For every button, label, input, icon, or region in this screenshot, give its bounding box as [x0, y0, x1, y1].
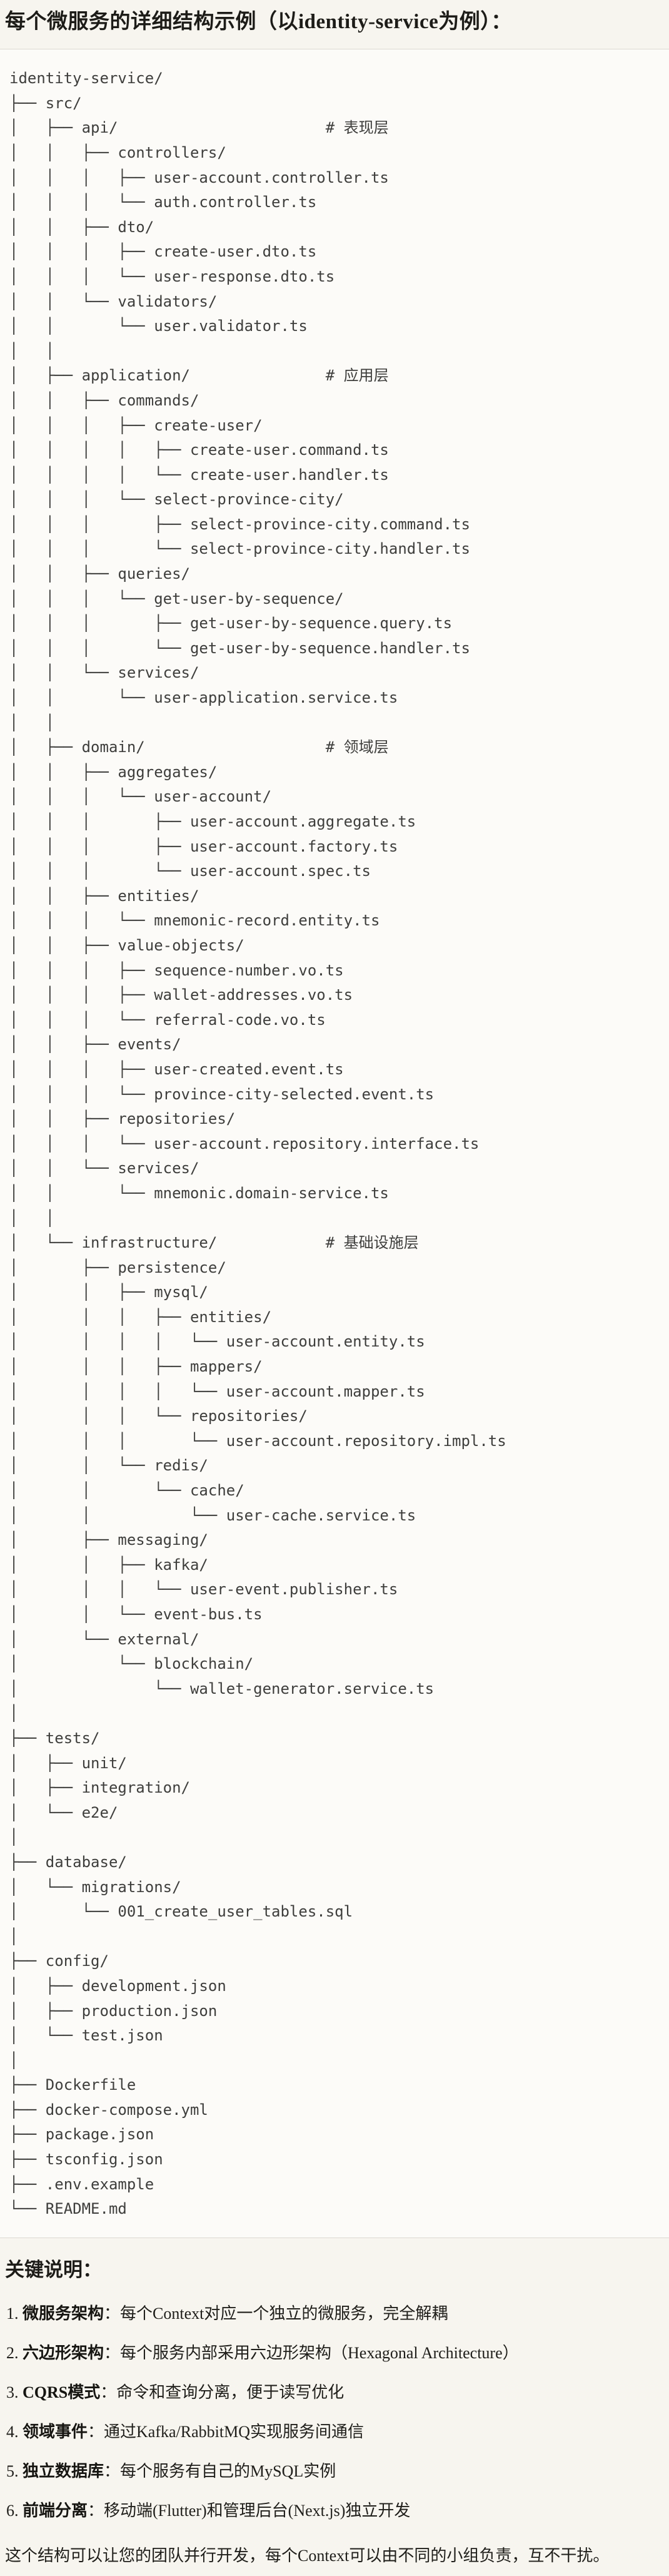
- closing-paragraph: 这个结构可以让您的团队并行开发，每个Context可以由不同的小组负责，互不干扰…: [5, 2546, 610, 2565]
- note-text: ：通过Kafka/RabbitMQ实现服务间通信: [88, 2422, 364, 2441]
- note-item-3: 3. CQRS模式：命令和查询分离，便于读写优化: [6, 2383, 664, 2401]
- note-text: ：移动端(Flutter)和管理后台(Next.js)独立开发: [88, 2501, 411, 2520]
- note-number: 1.: [6, 2304, 23, 2323]
- note-number: 3.: [6, 2383, 23, 2401]
- key-notes-section: 关键说明： 1. 微服务架构：每个Context对应一个独立的微服务，完全解耦 …: [0, 2257, 669, 2564]
- note-item-2: 2. 六边形架构：每个服务内部采用六边形架构（Hexagonal Archite…: [6, 2343, 664, 2362]
- note-term: 独立数据库: [23, 2461, 104, 2480]
- note-item-5: 5. 独立数据库：每个服务有自己的MySQL实例: [6, 2463, 664, 2480]
- note-term: 微服务架构: [23, 2304, 104, 2323]
- note-item-1: 1. 微服务架构：每个Context对应一个独立的微服务，完全解耦: [6, 2304, 664, 2323]
- note-text: ：每个服务内部采用六边形架构（Hexagonal Architecture）: [104, 2343, 519, 2362]
- directory-tree-code-block: identity-service/ ├── src/ │ ├── api/ # …: [0, 49, 669, 2238]
- note-item-6: 6. 前端分离：移动端(Flutter)和管理后台(Next.js)独立开发: [6, 2501, 664, 2520]
- note-number: 5.: [6, 2461, 23, 2480]
- note-number: 6.: [6, 2501, 23, 2520]
- key-notes-heading: 关键说明：: [5, 2258, 102, 2281]
- note-number: 4.: [6, 2422, 23, 2441]
- note-term: 六边形架构: [23, 2343, 104, 2362]
- note-term: 前端分离: [23, 2501, 88, 2520]
- page-title: 每个微服务的详细结构示例（以identity-service为例）：: [5, 11, 512, 33]
- note-text: ：每个Context对应一个独立的微服务，完全解耦: [104, 2304, 448, 2323]
- key-notes-list: 1. 微服务架构：每个Context对应一个独立的微服务，完全解耦 2. 六边形…: [5, 2304, 664, 2520]
- note-item-4: 4. 领域事件：通过Kafka/RabbitMQ实现服务间通信: [6, 2422, 664, 2441]
- note-text: ：每个服务有自己的MySQL实例: [104, 2461, 336, 2480]
- note-number: 2.: [6, 2343, 23, 2362]
- note-term: 领域事件: [23, 2422, 88, 2441]
- note-term: CQRS模式: [23, 2383, 101, 2401]
- note-text: ：命令和查询分离，便于读写优化: [100, 2383, 345, 2401]
